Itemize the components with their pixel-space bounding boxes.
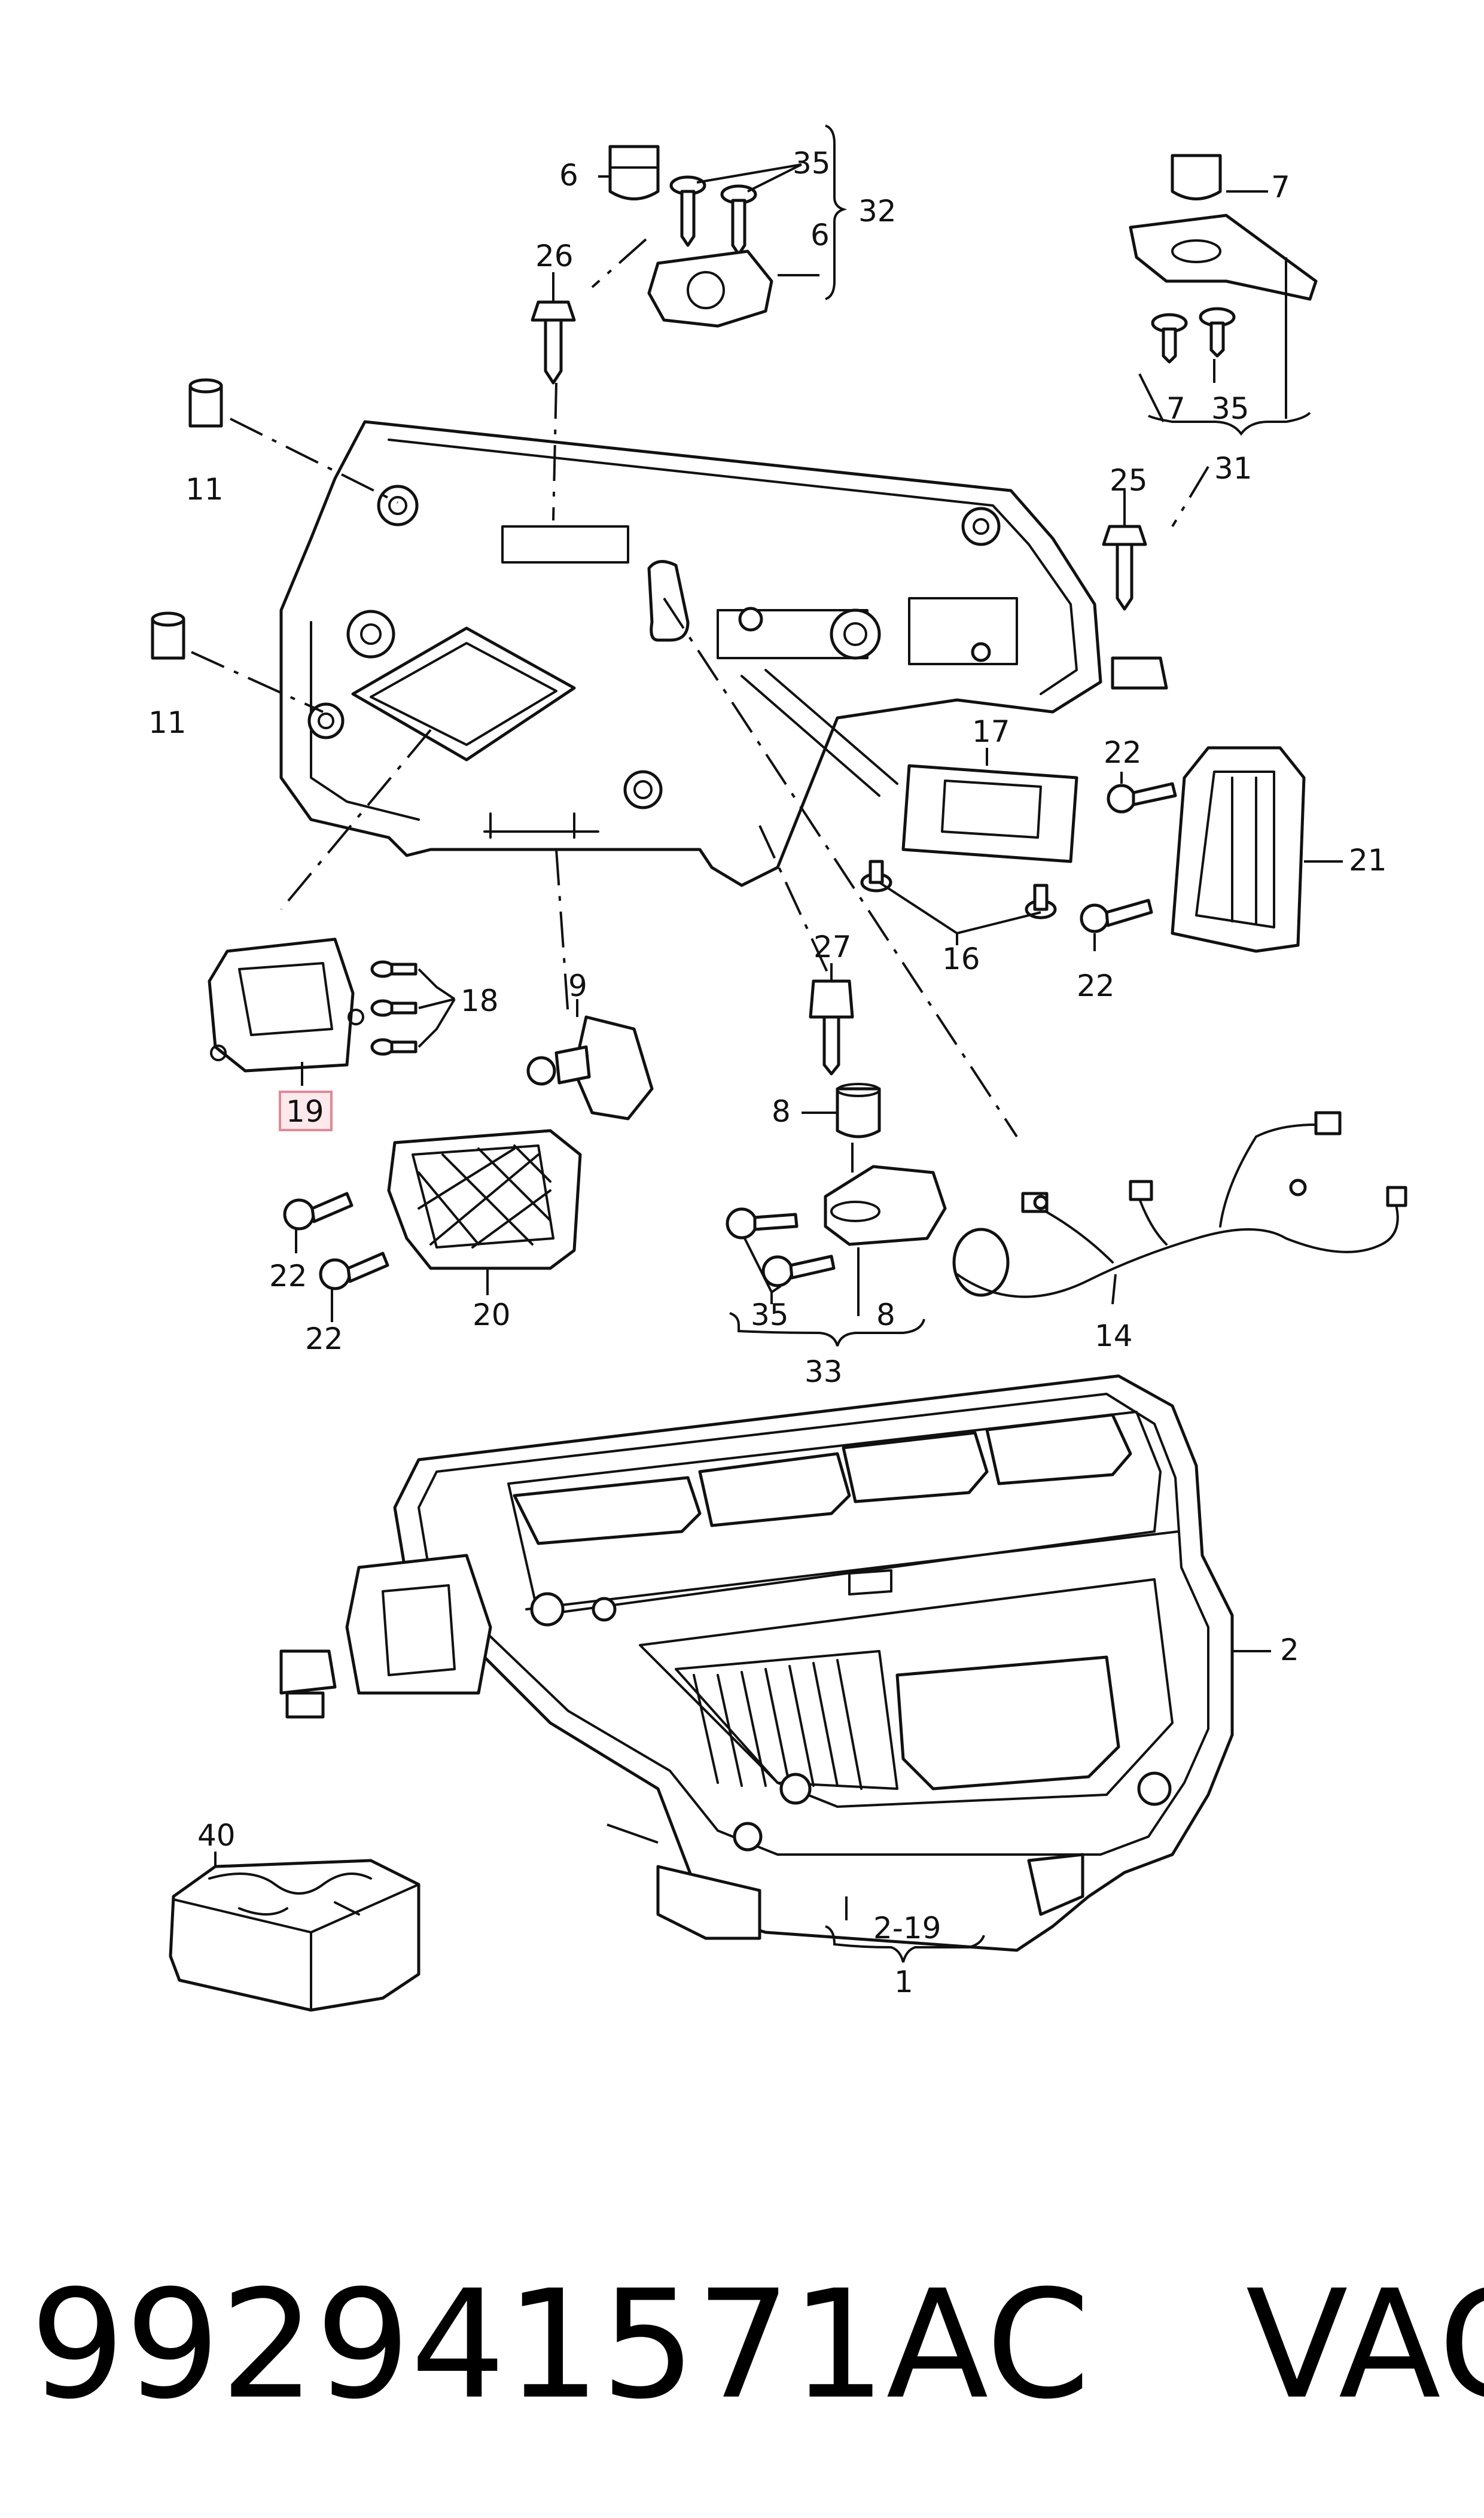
callout-22: 22 <box>269 1259 307 1293</box>
callout-11: 11 <box>185 472 224 507</box>
callout-40: 40 <box>197 1818 236 1853</box>
part-40 <box>169 1859 420 2012</box>
nut-7 <box>1171 154 1222 200</box>
guide-lines <box>191 238 1209 1138</box>
screw-22-left-a <box>283 1192 354 1231</box>
control-module-19 <box>208 937 364 1073</box>
callout-9: 9 <box>568 969 587 1003</box>
callout-18: 18 <box>461 984 499 1018</box>
leader-lines <box>214 124 1343 1963</box>
screw-18-a <box>370 960 418 978</box>
callout-35: 35 <box>751 1298 789 1332</box>
callout-7: 7 <box>1166 391 1186 426</box>
callout-labels: 6 35 6 32 26 7 7 35 31 25 11 11 17 22 21… <box>148 146 1387 1999</box>
callout-17: 17 <box>972 714 1010 749</box>
callout-16: 16 <box>942 942 980 976</box>
screw-35-upper-a <box>669 175 706 247</box>
cover-21 <box>1171 746 1306 953</box>
callout-33: 33 <box>805 1354 843 1389</box>
bracket-8 <box>824 1165 947 1246</box>
callout-19-highlighted: 19 <box>286 1094 324 1129</box>
callout-27: 27 <box>813 930 852 964</box>
callout-21: 21 <box>1349 843 1387 878</box>
bracket-7 <box>1129 214 1318 301</box>
part-number-footer: 992941571AC VAG <box>30 2258 1484 2432</box>
highlight-box-19 <box>279 1091 333 1131</box>
callout-1: 1 <box>894 1965 913 1999</box>
bracket-6 <box>647 249 773 328</box>
nut-8 <box>836 1083 881 1138</box>
actuator-9 <box>526 1015 654 1121</box>
brand-name: VAG <box>1245 2258 1484 2432</box>
callout-7: 7 <box>1271 170 1290 205</box>
callout-26: 26 <box>535 239 574 273</box>
callout-6: 6 <box>810 218 830 252</box>
nut-6 <box>608 145 660 200</box>
sleeve-11-upper <box>188 378 223 428</box>
callout-22: 22 <box>1077 969 1115 1003</box>
screw-18-b <box>370 999 418 1017</box>
headlight-assembly-1 <box>279 1374 1234 1952</box>
callout-2: 2 <box>1280 1633 1299 1667</box>
callout-25: 25 <box>1110 463 1148 498</box>
callout-14: 14 <box>1095 1319 1133 1353</box>
screw-22-right-b <box>1080 899 1153 933</box>
screw-35-right-b <box>1199 307 1236 358</box>
rear-housing <box>279 420 1102 887</box>
screw-26 <box>531 300 576 385</box>
callout-32: 32 <box>858 194 897 229</box>
callout-8: 8 <box>876 1298 895 1332</box>
callout-8: 8 <box>772 1094 791 1129</box>
callout-11: 11 <box>148 705 187 740</box>
part-number: 992941571AC <box>30 2258 1090 2432</box>
screw-35-lower-a <box>726 1207 799 1240</box>
callout-35: 35 <box>793 146 831 181</box>
screw-22-right-a <box>1107 782 1177 814</box>
callout-2-19: 2-19 <box>873 1911 941 1945</box>
control-unit-17 <box>901 764 1078 863</box>
callout-31: 31 <box>1214 451 1253 486</box>
screw-35-right-a <box>1151 313 1188 364</box>
screw-27 <box>809 979 854 1076</box>
callout-22: 22 <box>1104 735 1142 770</box>
wiring-harness-14 <box>952 1111 1407 1298</box>
screw-18-c <box>370 1038 418 1056</box>
cover-20 <box>387 1129 582 1270</box>
screw-35-lower-b <box>761 1255 836 1287</box>
callout-22: 22 <box>305 1322 343 1356</box>
sleeve-11-lower <box>151 611 185 660</box>
callout-6: 6 <box>559 158 578 193</box>
callout-20: 20 <box>473 1298 511 1332</box>
screw-25 <box>1102 525 1147 611</box>
callout-35: 35 <box>1211 391 1250 426</box>
screw-22-left-b <box>319 1252 389 1290</box>
bracket-25-foot <box>1111 656 1168 690</box>
screw-35-upper-b <box>720 184 757 256</box>
screw-16-a <box>860 860 892 893</box>
